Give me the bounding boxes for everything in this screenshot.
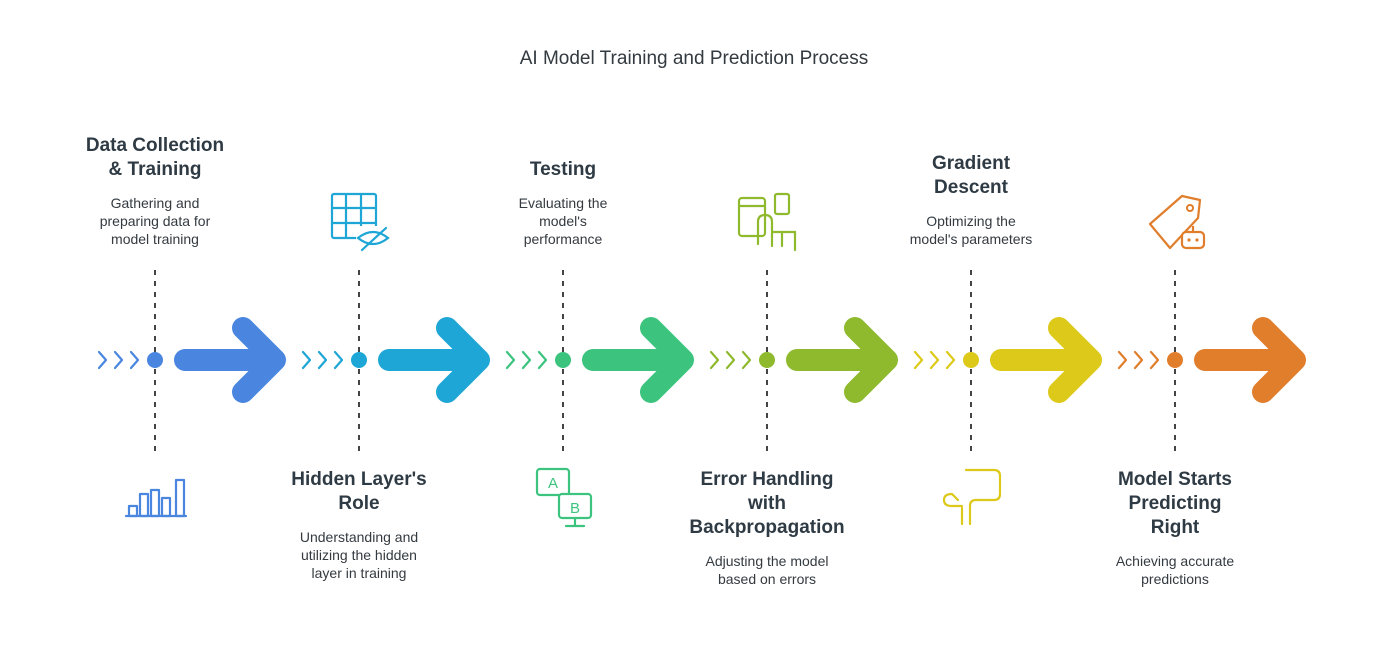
svg-text:A: A [548,475,558,492]
step-heading-line: Role [338,493,380,514]
chevron-icon [505,350,516,370]
chevron-icon [709,350,720,370]
step-description: Understanding and utilizing the hidden lay… [269,528,449,582]
chevron-icon [317,350,328,370]
chevron-icon [537,350,548,370]
step-heading-line: Testing [529,159,597,180]
step-description-line: model's parameters [909,231,1033,247]
step-description-line: based on errors [717,571,817,587]
step-description-line: Adjusting the model [705,553,829,569]
chevron-icon [1149,350,1160,370]
step-marker [351,352,367,368]
chevron-icon [129,350,140,370]
step-heading-line: & Training [108,159,202,180]
chevron-icon [521,350,532,370]
bar-chart-icon [124,478,188,518]
step-description: Achieving accurate predictions [1085,552,1265,588]
step-description: Evaluating the model's performance [473,194,653,248]
process-step-2 [301,192,490,455]
step-description-line: Optimizing the [926,213,1016,229]
process-step-1 [97,270,286,518]
flow-arrow [582,317,694,403]
svg-text:B: B [570,500,580,517]
chevron-icon [929,350,940,370]
step-heading-line: Backpropagation [689,517,845,538]
devices-touch-icon [737,192,797,252]
ab-test-icon: AB [535,467,593,528]
diagram-title: AI Model Training and Prediction Process [519,48,869,69]
step-heading-line: Hidden Layer's [291,469,427,490]
flow-arrow [990,317,1102,403]
step-marker [1167,352,1183,368]
step-description-line: preparing data for [99,213,211,229]
process-step-4 [709,192,898,455]
step-description-line: model's [539,213,587,229]
flow-arrow [786,317,898,403]
step-heading-line: Predicting [1128,493,1222,514]
descent-path-icon [942,468,1002,526]
step-heading-line: Data Collection [85,135,225,156]
chevron-icon [113,350,124,370]
step-description-line: Achieving accurate [1115,553,1235,569]
chevron-icon [945,350,956,370]
step-marker [963,352,979,368]
step-description-line: utilizing the hidden [301,547,417,563]
step-description-line: performance [523,231,603,247]
step-description-line: layer in training [311,565,407,581]
step-heading-line: Gradient [931,153,1011,174]
step-description-line: Gathering and [110,195,200,211]
flow-arrow [378,317,490,403]
step-marker [759,352,775,368]
chevron-icon [97,350,108,370]
step-description: Optimizing the model's parameters [881,212,1061,248]
step-heading: Data Collection & Training [60,134,250,182]
chevron-icon [1117,350,1128,370]
chevron-icon [1133,350,1144,370]
step-heading: Testing [468,158,658,182]
step-description-line: Understanding and [299,529,419,545]
chevron-icon [301,350,312,370]
step-heading-line: with [748,493,786,514]
step-description-line: model training [111,231,199,247]
process-step-5 [913,270,1102,526]
step-description: Adjusting the model based on errors [677,552,857,588]
step-heading-line: Model Starts [1117,469,1233,490]
step-description: Gathering and preparing data for model tra… [65,194,245,248]
step-description-line: Evaluating the [518,195,608,211]
step-heading-line: Error Handling [700,469,834,490]
flow-arrow [1194,317,1306,403]
step-heading-line: Right [1150,517,1200,538]
process-step-6 [1117,194,1306,455]
process-step-3: AB [505,270,694,528]
step-marker [147,352,163,368]
step-description-line: predictions [1141,571,1209,587]
chevron-icon [333,350,344,370]
flow-arrow [174,317,286,403]
hidden-grid-icon [330,192,390,252]
step-marker [555,352,571,368]
chevron-icon [725,350,736,370]
step-heading-line: Descent [934,177,1008,198]
robot-tag-icon [1148,194,1206,250]
chevron-icon [913,350,924,370]
chevron-icon [741,350,752,370]
